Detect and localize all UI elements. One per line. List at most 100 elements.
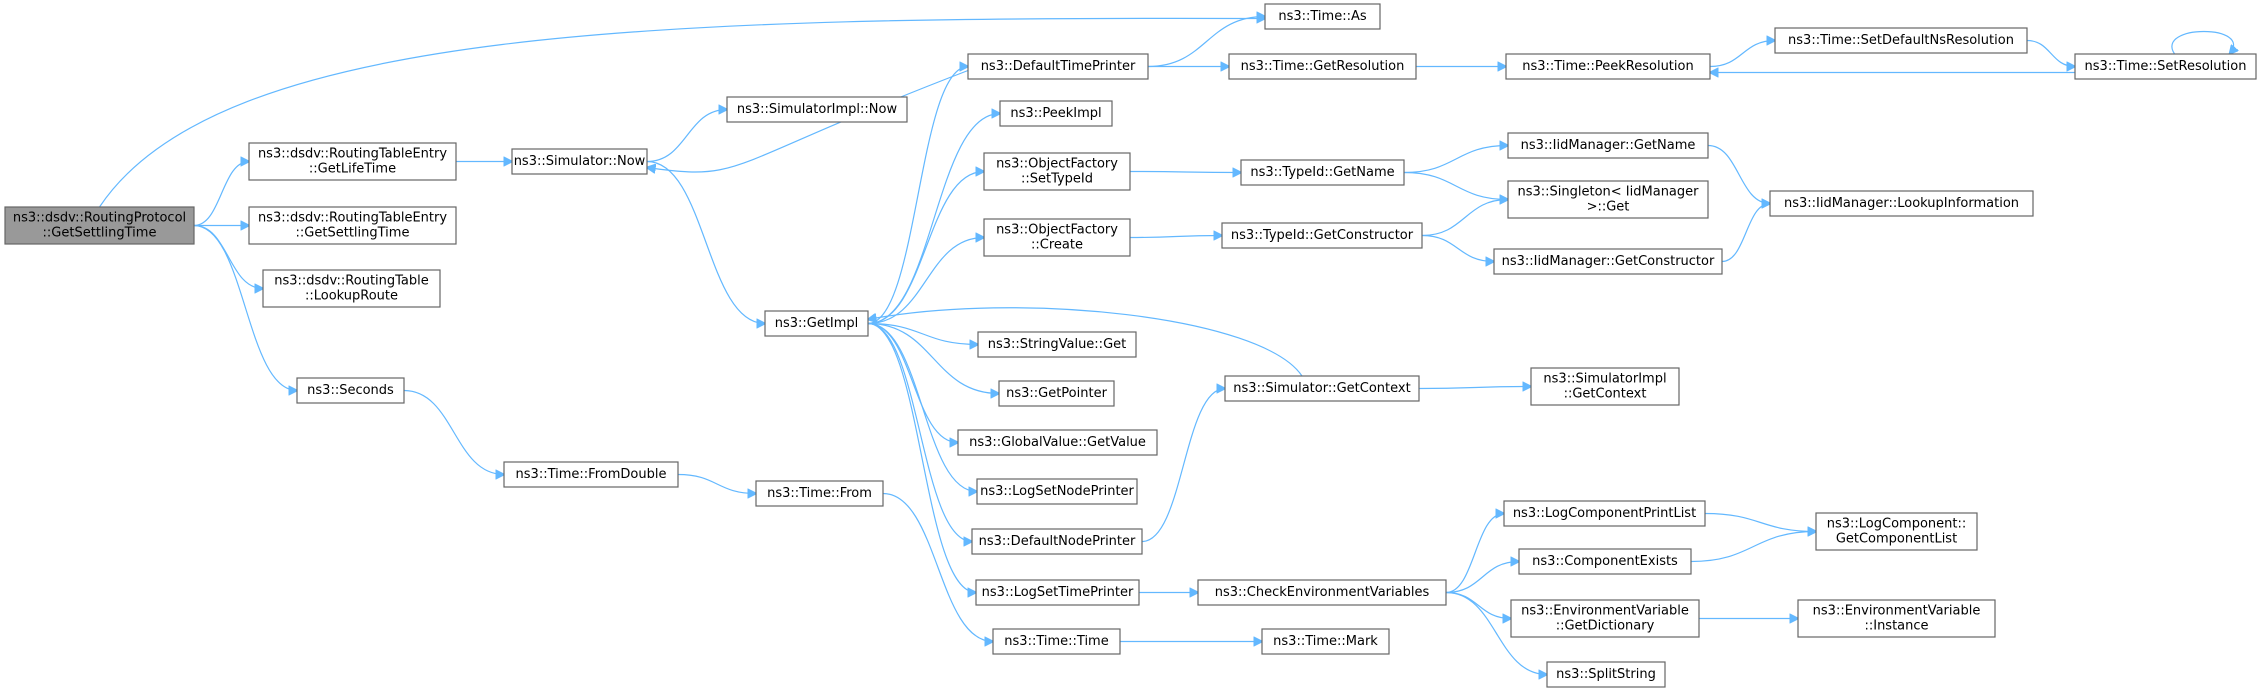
node-sim-now[interactable]: ns3::Simulator::Now: [511, 148, 648, 175]
edge-getimpl-to-getpointer: [867, 322, 999, 394]
node-label: ns3::GlobalValue::GetValue: [969, 435, 1146, 450]
node-dtp[interactable]: ns3::DefaultTimePrinter: [967, 53, 1149, 80]
node-tid-getctor[interactable]: ns3::TypeId::GetConstructor: [1221, 222, 1423, 249]
node-label: ns3::PeekImpl: [1010, 106, 1101, 121]
node-label: ns3::Time::As: [1278, 9, 1367, 24]
node-label: GetComponentList: [1836, 532, 1957, 547]
node-lstp[interactable]: ns3::LogSetTimePrinter: [975, 579, 1140, 606]
node-label: ns3::dsdv::RoutingTableEntry: [258, 211, 447, 226]
edge-dtp-to-time_as: [1147, 17, 1265, 68]
node-root[interactable]: ns3::dsdv::RoutingProtocol::GetSettlingT…: [4, 206, 195, 245]
node-iid-getname[interactable]: ns3::IidManager::GetName: [1507, 132, 1709, 159]
edge-getimpl-to-lstp: [867, 322, 976, 593]
edge-time_setdefns-to-time_setres: [2026, 39, 2075, 67]
node-fromdouble[interactable]: ns3::Time::FromDouble: [503, 461, 679, 488]
node-label: ns3::GetPointer: [1006, 386, 1107, 401]
node-getpointer[interactable]: ns3::GetPointer: [998, 380, 1115, 407]
node-label: ::GetDictionary: [1556, 619, 1655, 634]
node-time-time[interactable]: ns3::Time::Time: [992, 628, 1121, 655]
node-label: ns3::Time::GetResolution: [1241, 59, 1405, 74]
node-time-setdefns[interactable]: ns3::Time::SetDefaultNsResolution: [1774, 27, 2028, 54]
node-box: [957, 429, 1158, 456]
node-dnp[interactable]: ns3::DefaultNodePrinter: [971, 528, 1143, 555]
node-time-as[interactable]: ns3::Time::As: [1264, 3, 1381, 30]
node-label: ::GetSettlingTime: [296, 226, 410, 241]
node-lsnp[interactable]: ns3::LogSetNodePrinter: [976, 478, 1138, 505]
node-label: ns3::TypeId::GetName: [1250, 165, 1394, 180]
node-label: ns3::IidManager::GetName: [1521, 138, 1696, 153]
node-sv-get[interactable]: ns3::StringValue::Get: [977, 331, 1137, 358]
node-time-mark[interactable]: ns3::Time::Mark: [1261, 628, 1390, 655]
node-rte-lifetime[interactable]: ns3::dsdv::RoutingTableEntry::GetLifeTim…: [248, 142, 457, 181]
node-getimpl[interactable]: ns3::GetImpl: [764, 310, 869, 337]
node-iid-getctor[interactable]: ns3::IidManager::GetConstructor: [1493, 248, 1723, 275]
node-box: [1197, 579, 1447, 606]
edge-iid_getctor-to-iid_lookupinfo: [1721, 204, 1770, 263]
node-lcpl[interactable]: ns3::LogComponentPrintList: [1503, 500, 1706, 527]
node-label: ns3::ComponentExists: [1532, 554, 1678, 569]
node-box: [1769, 190, 2034, 217]
node-rte-settling[interactable]: ns3::dsdv::RoutingTableEntry::GetSettlin…: [248, 206, 457, 245]
node-label: ns3::Time::Time: [1004, 634, 1108, 649]
node-box: [726, 96, 908, 123]
node-checkenv[interactable]: ns3::CheckEnvironmentVariables: [1197, 579, 1447, 606]
node-gv-getvalue[interactable]: ns3::GlobalValue::GetValue: [957, 429, 1158, 456]
node-box: [2074, 53, 2257, 80]
node-time-getres[interactable]: ns3::Time::GetResolution: [1228, 53, 1417, 80]
node-label: ns3::Time::From: [767, 486, 872, 501]
node-layer: ns3::dsdv::RoutingProtocol::GetSettlingT…: [4, 3, 2257, 688]
node-of-create[interactable]: ns3::ObjectFactory::Create: [983, 218, 1131, 257]
node-box: [764, 310, 869, 337]
edge-checkenv-to-lcpl: [1445, 514, 1504, 594]
edge-time_peekres-to-time_setdefns: [1709, 41, 1775, 68]
node-time-peekres[interactable]: ns3::Time::PeekResolution: [1505, 53, 1711, 80]
node-box: [1221, 222, 1423, 249]
node-label: ns3::dsdv::RoutingTable: [274, 274, 429, 289]
node-box: [971, 528, 1143, 555]
node-peekimpl[interactable]: ns3::PeekImpl: [999, 100, 1113, 127]
edge-fromdouble-to-from: [677, 473, 756, 494]
edge-tid_getname-to-singleton_get: [1403, 171, 1508, 200]
node-ev-getdict[interactable]: ns3::EnvironmentVariable::GetDictionary: [1510, 599, 1700, 638]
node-label: ns3::StringValue::Get: [988, 337, 1126, 352]
node-compexists[interactable]: ns3::ComponentExists: [1518, 548, 1692, 575]
node-from[interactable]: ns3::Time::From: [755, 480, 884, 507]
node-label: ns3::LogSetNodePrinter: [980, 484, 1134, 499]
node-label: >::Get: [1587, 200, 1630, 215]
edge-root-to-time_as: [99, 18, 1266, 208]
node-tid-getname[interactable]: ns3::TypeId::GetName: [1240, 159, 1405, 186]
node-label: ns3::EnvironmentVariable: [1813, 604, 1981, 619]
node-box: [999, 100, 1113, 127]
node-label: ns3::DefaultNodePrinter: [979, 534, 1136, 549]
node-label: ns3::Simulator::Now: [514, 154, 646, 169]
node-simimpl-getctx[interactable]: ns3::SimulatorImpl::GetContext: [1530, 367, 1680, 406]
edge-of_settypeid-to-tid_getname: [1129, 172, 1241, 173]
node-ev-instance[interactable]: ns3::EnvironmentVariable::Instance: [1797, 599, 1996, 638]
node-label: ns3::IidManager::LookupInformation: [1784, 196, 2019, 211]
node-label: ns3::DefaultTimePrinter: [981, 59, 1136, 74]
edge-sim_getctx-to-getimpl: [868, 307, 1303, 377]
node-iid-lookupinfo[interactable]: ns3::IidManager::LookupInformation: [1769, 190, 2034, 217]
edge-tid_getctor-to-singleton_get: [1421, 200, 1508, 237]
node-label: ns3::LogComponent::: [1827, 517, 1967, 532]
edge-seconds-to-fromdouble: [403, 389, 504, 475]
node-simimpl-now[interactable]: ns3::SimulatorImpl::Now: [726, 96, 908, 123]
node-seconds[interactable]: ns3::Seconds: [296, 377, 405, 404]
node-box: [992, 628, 1121, 655]
edge-of_create-to-tid_getctor: [1129, 236, 1222, 238]
node-label: ns3::Time::Mark: [1273, 634, 1378, 649]
node-of-settypeid[interactable]: ns3::ObjectFactory::SetTypeId: [983, 152, 1131, 191]
node-rt-lookup[interactable]: ns3::dsdv::RoutingTable::LookupRoute: [262, 269, 441, 308]
node-splitstring[interactable]: ns3::SplitString: [1546, 661, 1666, 688]
node-time-setres[interactable]: ns3::Time::SetResolution: [2074, 53, 2257, 80]
node-sim-getctx[interactable]: ns3::Simulator::GetContext: [1224, 375, 1420, 402]
node-lc-getlist[interactable]: ns3::LogComponent::GetComponentList: [1815, 512, 1978, 551]
node-label: ::GetSettlingTime: [43, 226, 157, 241]
node-box: [1505, 53, 1711, 80]
edge-root-to-seconds: [193, 224, 297, 391]
node-label: ns3::CheckEnvironmentVariables: [1215, 585, 1430, 600]
edge-tid_getname-to-iid_getname: [1403, 146, 1508, 174]
edge-checkenv-to-ev_getdict: [1445, 591, 1511, 619]
node-label: ns3::Time::SetDefaultNsResolution: [1788, 33, 2014, 48]
node-singleton-get[interactable]: ns3::Singleton< IidManager>::Get: [1507, 180, 1709, 219]
